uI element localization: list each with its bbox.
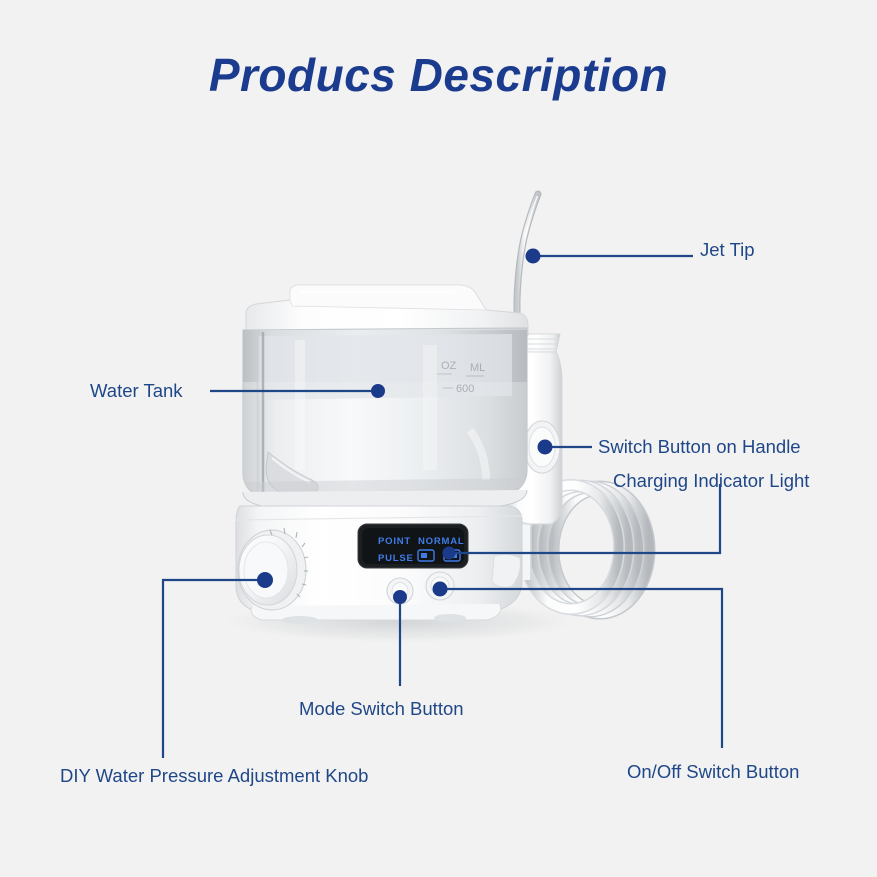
tank-volume-600: 600 <box>456 383 474 395</box>
handle-dock <box>491 554 521 588</box>
callout-label-jet-tip: Jet Tip <box>700 238 755 260</box>
water-tank: OZ ML 600 <box>242 284 529 507</box>
on-off-switch-button[interactable] <box>425 571 455 601</box>
tank-scale-markings: OZ ML 600 <box>437 360 485 395</box>
callout-label-charging-indicator-light: Charging Indicator Light <box>613 469 810 491</box>
tank-unit-ml: ML <box>470 362 485 374</box>
callout-label-on-off-switch-button: On/Off Switch Button <box>627 760 800 782</box>
callout-label-mode-switch-button: Mode Switch Button <box>299 697 464 719</box>
base-foot-right <box>434 614 466 622</box>
callout-label-switch-button-on-handle: Switch Button on Handle <box>598 435 801 457</box>
callout-label-pressure-knob: DIY Water Pressure Adjustment Knob <box>60 764 369 786</box>
tank-unit-oz: OZ <box>441 360 457 372</box>
lcd-display: POINT NORMAL PULSE <box>357 523 469 569</box>
handle-switch-button[interactable] <box>523 420 561 474</box>
mode-switch-button[interactable] <box>386 577 414 605</box>
page-title: Producs Description <box>208 49 669 101</box>
display-mode-normal: NORMAL <box>418 536 465 547</box>
base-unit: POINT NORMAL PULSE <box>235 505 523 624</box>
display-mode-pulse: PULSE <box>378 553 414 564</box>
display-mode-point: POINT <box>378 536 411 547</box>
jet-tip-nozzle <box>513 190 542 342</box>
knob-tick-marks <box>269 527 309 598</box>
callout-label-water-tank: Water Tank <box>90 379 183 401</box>
base-foot-left <box>282 616 318 624</box>
